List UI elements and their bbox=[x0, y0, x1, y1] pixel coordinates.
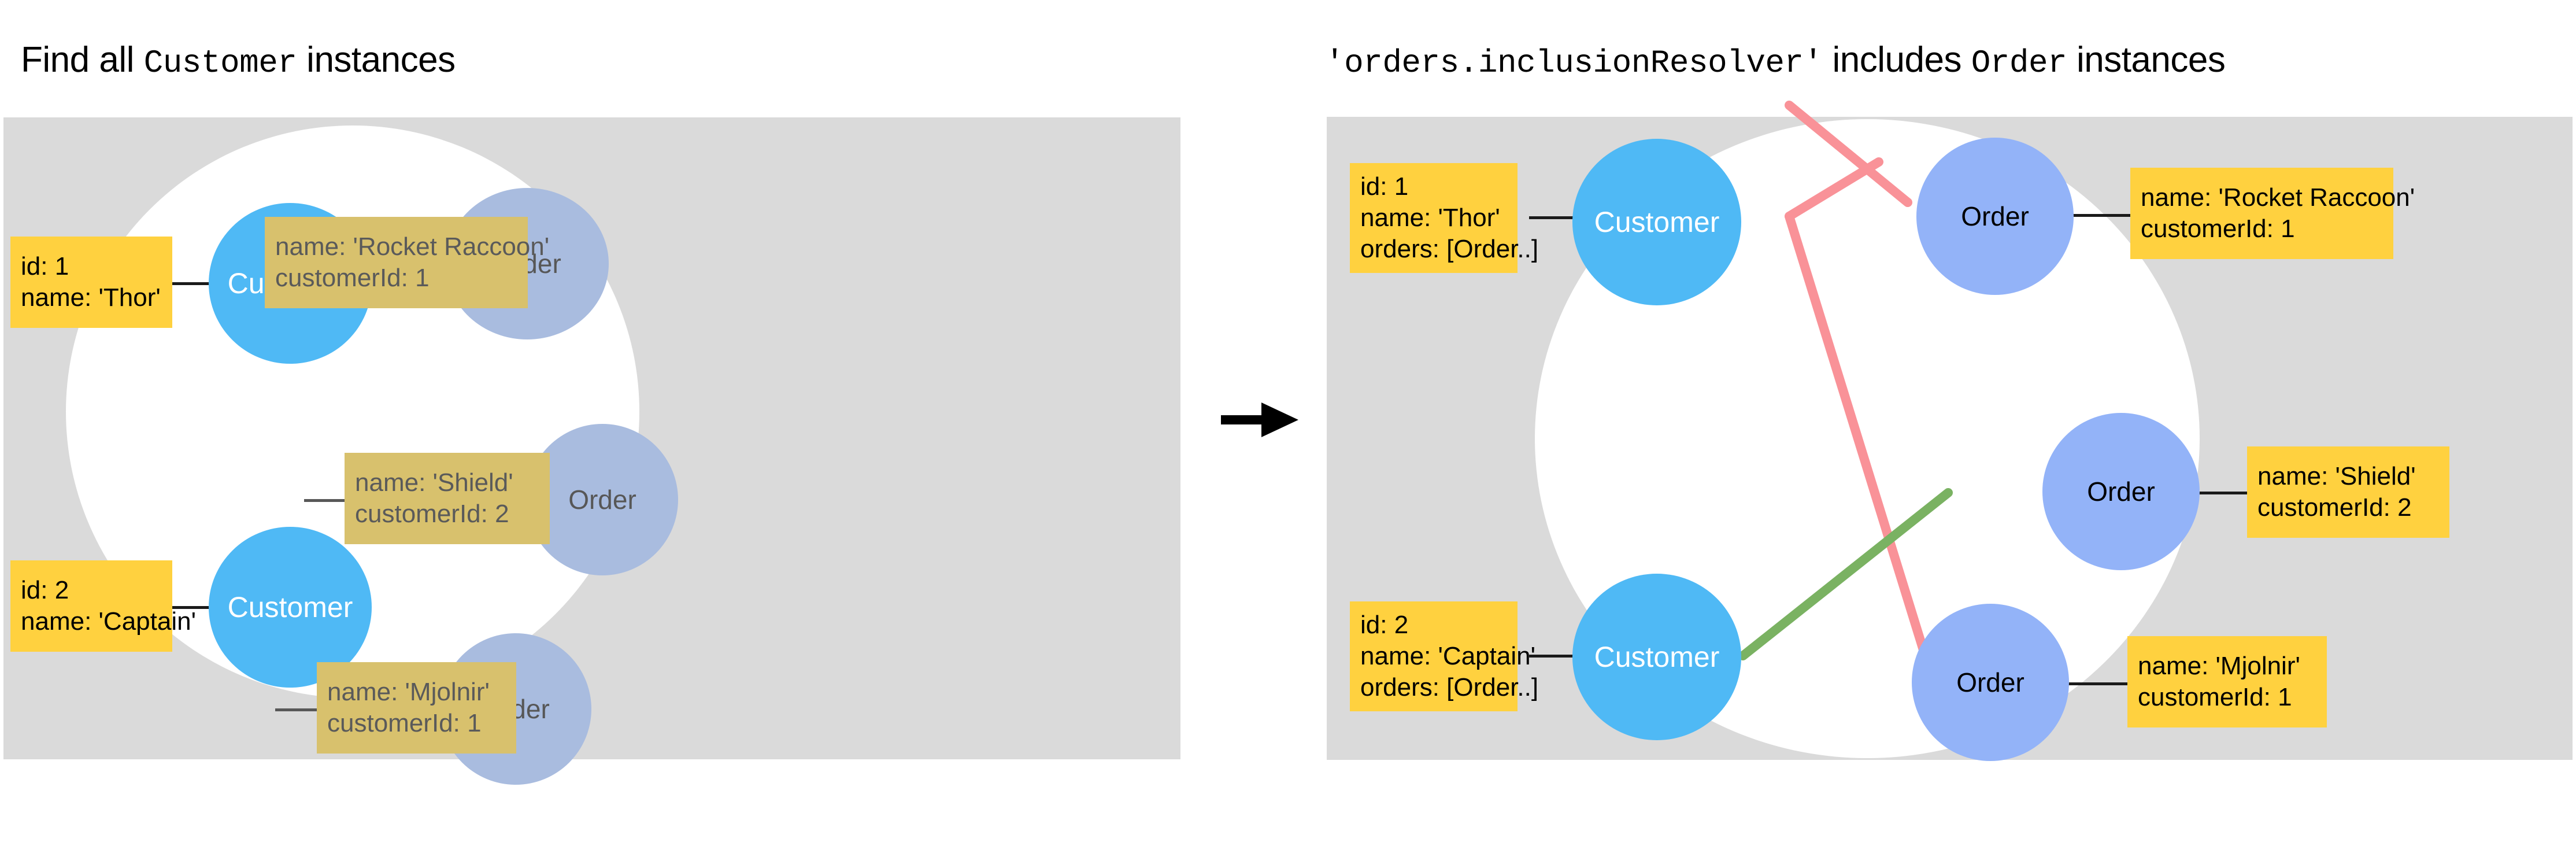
infobox-customer-2-line-2: name: 'Captain' bbox=[21, 607, 196, 636]
node-customer-2[interactable]: Customer bbox=[209, 527, 372, 688]
node-order-2[interactable]: Order bbox=[527, 424, 678, 575]
left-title-suffix: instances bbox=[297, 40, 456, 80]
left-panel: Customer id: 1 name: 'Thor' Customer id:… bbox=[3, 117, 1180, 785]
connector-r-order-3 bbox=[2067, 682, 2127, 685]
right-arrow-icon bbox=[1220, 397, 1301, 443]
infobox-r-customer-2-line-2: name: 'Captain' bbox=[1360, 642, 1535, 671]
infobox-r-order-3: name: 'Mjolnir' customerId: 1 bbox=[2127, 636, 2327, 727]
infobox-customer-1-line-2: name: 'Thor' bbox=[21, 283, 161, 312]
node-r-order-3-label: Order bbox=[1956, 667, 2024, 697]
right-title-code-prefix: 'orders.inclusionResolver' bbox=[1325, 45, 1823, 82]
infobox-customer-2-line-1: id: 2 bbox=[21, 576, 69, 605]
node-order-2-label: Order bbox=[568, 485, 636, 515]
infobox-order-2-line-1: name: 'Shield' bbox=[355, 468, 513, 497]
connector-r-customer-1 bbox=[1529, 216, 1575, 219]
connector-r-order-1 bbox=[2072, 214, 2130, 217]
node-r-customer-1[interactable]: Customer bbox=[1572, 139, 1741, 305]
infobox-r-order-2-line-1: name: 'Shield' bbox=[2257, 462, 2416, 491]
connector-order-2 bbox=[304, 499, 345, 502]
connector-customer-1 bbox=[171, 282, 212, 285]
infobox-order-3-line-2: customerId: 1 bbox=[327, 709, 482, 737]
infobox-r-customer-1-line-1: id: 1 bbox=[1360, 172, 1409, 201]
node-r-order-3[interactable]: Order bbox=[1912, 604, 2069, 761]
node-r-order-1-label: Order bbox=[1961, 201, 2029, 231]
infobox-r-order-3-line-1: name: 'Mjolnir' bbox=[2138, 652, 2300, 681]
right-title-code-suffix: Order bbox=[1971, 45, 2067, 82]
right-title-middle: includes bbox=[1822, 40, 1971, 80]
left-panel-title: Find all Customer instances bbox=[21, 39, 456, 82]
infobox-order-3-line-1: name: 'Mjolnir' bbox=[327, 678, 490, 707]
infobox-r-customer-1-line-3: orders: [Order..] bbox=[1360, 234, 1539, 263]
infobox-r-order-2-line-2: customerId: 2 bbox=[2257, 493, 2412, 522]
infobox-order-2: name: 'Shield' customerId: 2 bbox=[345, 453, 550, 544]
infobox-r-customer-2-line-3: orders: [Order..] bbox=[1360, 673, 1539, 701]
infobox-r-customer-2-line-1: id: 2 bbox=[1360, 611, 1409, 640]
infobox-order-1: name: 'Rocket Raccoon' customerId: 1 bbox=[265, 217, 550, 308]
infobox-r-customer-2: id: 2 name: 'Captain' orders: [Order..] bbox=[1350, 601, 1539, 711]
infobox-r-order-1-line-2: customerId: 1 bbox=[2141, 215, 2295, 243]
left-title-code: Customer bbox=[143, 45, 297, 82]
connector-order-3 bbox=[275, 708, 317, 711]
node-customer-2-label: Customer bbox=[227, 591, 353, 623]
node-r-order-2[interactable]: Order bbox=[2042, 413, 2200, 570]
right-panel-title: 'orders.inclusionResolver' includes Orde… bbox=[1325, 39, 2226, 82]
infobox-customer-2: id: 2 name: 'Captain' bbox=[10, 560, 196, 652]
right-panel: Customer id: 1 name: 'Thor' orders: [Ord… bbox=[1327, 101, 2573, 761]
infobox-customer-1: id: 1 name: 'Thor' bbox=[10, 237, 172, 328]
infobox-order-3: name: 'Mjolnir' customerId: 1 bbox=[317, 662, 516, 754]
connector-r-customer-2 bbox=[1529, 655, 1575, 658]
infobox-order-2-line-2: customerId: 2 bbox=[355, 500, 509, 528]
node-r-customer-1-label: Customer bbox=[1594, 206, 1720, 238]
infobox-r-order-2: name: 'Shield' customerId: 2 bbox=[2247, 446, 2449, 538]
node-r-customer-2[interactable]: Customer bbox=[1572, 574, 1741, 740]
connector-r-order-2 bbox=[2197, 492, 2248, 494]
right-title-suffix: instances bbox=[2067, 40, 2226, 80]
infobox-customer-1-line-1: id: 1 bbox=[21, 252, 69, 281]
node-r-order-1[interactable]: Order bbox=[1916, 138, 2074, 295]
infobox-order-1-line-2: customerId: 1 bbox=[275, 264, 430, 292]
infobox-r-order-1-line-1: name: 'Rocket Raccoon' bbox=[2141, 183, 2415, 212]
infobox-r-order-1: name: 'Rocket Raccoon' customerId: 1 bbox=[2130, 168, 2415, 259]
node-r-order-2-label: Order bbox=[2087, 477, 2155, 507]
connector-customer-2 bbox=[171, 606, 212, 609]
infobox-r-order-3-line-2: customerId: 1 bbox=[2138, 683, 2292, 711]
left-title-prefix: Find all bbox=[21, 40, 144, 80]
infobox-r-customer-1: id: 1 name: 'Thor' orders: [Order..] bbox=[1350, 163, 1539, 273]
node-r-customer-2-label: Customer bbox=[1594, 641, 1720, 673]
infobox-order-1-line-1: name: 'Rocket Raccoon' bbox=[275, 232, 550, 261]
infobox-r-customer-1-line-2: name: 'Thor' bbox=[1360, 204, 1500, 232]
